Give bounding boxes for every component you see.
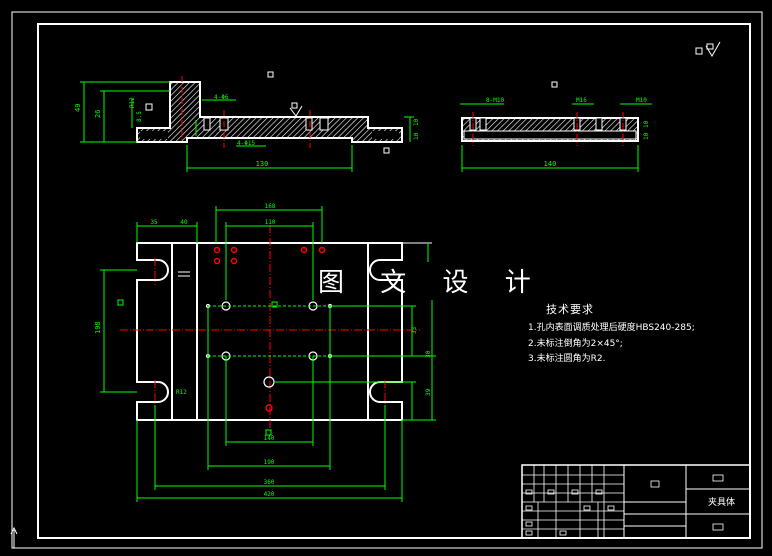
plan-dim-top-a: 35 xyxy=(150,219,158,226)
side-dim-hole-mid: M16 xyxy=(576,97,587,104)
plan-dim-right-b: 30 xyxy=(425,350,432,358)
sheet-outer-border xyxy=(11,11,763,549)
plan-dim-bottom-c: 360 xyxy=(264,479,275,486)
side-dim-height-b: 10 xyxy=(643,132,650,140)
plan-dim-right-a: 33 xyxy=(411,326,418,334)
plan-dim-bottom-d: 420 xyxy=(264,491,275,498)
front-dim-left-b: 8.5 xyxy=(136,111,143,122)
ucs-axis-icon xyxy=(10,526,30,549)
side-dim-hole-right: M10 xyxy=(636,97,647,104)
plan-dim-bottom-a: 140 xyxy=(264,435,275,442)
front-dim-small-b: 10 xyxy=(413,132,420,140)
sheet-inner-border xyxy=(37,23,751,539)
front-dim-hole-bottom: 4-Φ15 xyxy=(237,140,255,147)
tech-requirements-title: 技术要求 xyxy=(546,303,594,316)
front-view-body xyxy=(136,81,403,143)
side-dim-hole-left: 8-M10 xyxy=(486,97,504,104)
plan-dim-radius: R12 xyxy=(176,389,187,396)
plan-dim-top-c: 168 xyxy=(265,203,276,210)
plan-dim-right-c: 39 xyxy=(425,388,432,396)
front-dim-left-a: R12 xyxy=(129,97,136,108)
tech-requirement-2: 2.未标注倒角为2×45°; xyxy=(528,339,623,349)
plan-dim-left-height: 198 xyxy=(94,321,102,334)
plan-dim-bottom-b: 190 xyxy=(264,459,275,466)
plan-view: 35 40 168 110 198 33 30 39 140 190 360 4… xyxy=(94,203,436,502)
plan-dim-top-d: 110 xyxy=(265,219,276,226)
side-dim-height-a: 10 xyxy=(643,120,650,128)
side-view: 140 8-M10 M16 M10 10 10 xyxy=(460,81,652,172)
tech-requirement-3: 3.未标注圆角为R2. xyxy=(528,354,606,364)
front-dim-width: 130 xyxy=(256,160,269,168)
front-dim-small-a: 10 xyxy=(413,118,420,126)
front-dim-height-outer: 49 xyxy=(74,104,82,112)
surface-finish-symbol xyxy=(695,41,721,57)
front-view: 130 49 26 4-Φ6 4-Φ15 10 10 R12 8.5 xyxy=(74,71,420,172)
tech-requirement-1: 1.孔内表面调质处理后硬度HBS240-285; xyxy=(528,323,695,333)
watermark-text: 图 文 设 计 xyxy=(318,268,545,298)
title-block xyxy=(521,464,751,539)
title-block-part-name: 夹具体 xyxy=(708,498,736,508)
front-dim-height-inner: 26 xyxy=(94,110,102,118)
front-dim-hole-top: 4-Φ6 xyxy=(214,94,229,101)
plan-dim-top-b: 40 xyxy=(180,219,188,226)
side-dim-width: 140 xyxy=(544,160,557,168)
